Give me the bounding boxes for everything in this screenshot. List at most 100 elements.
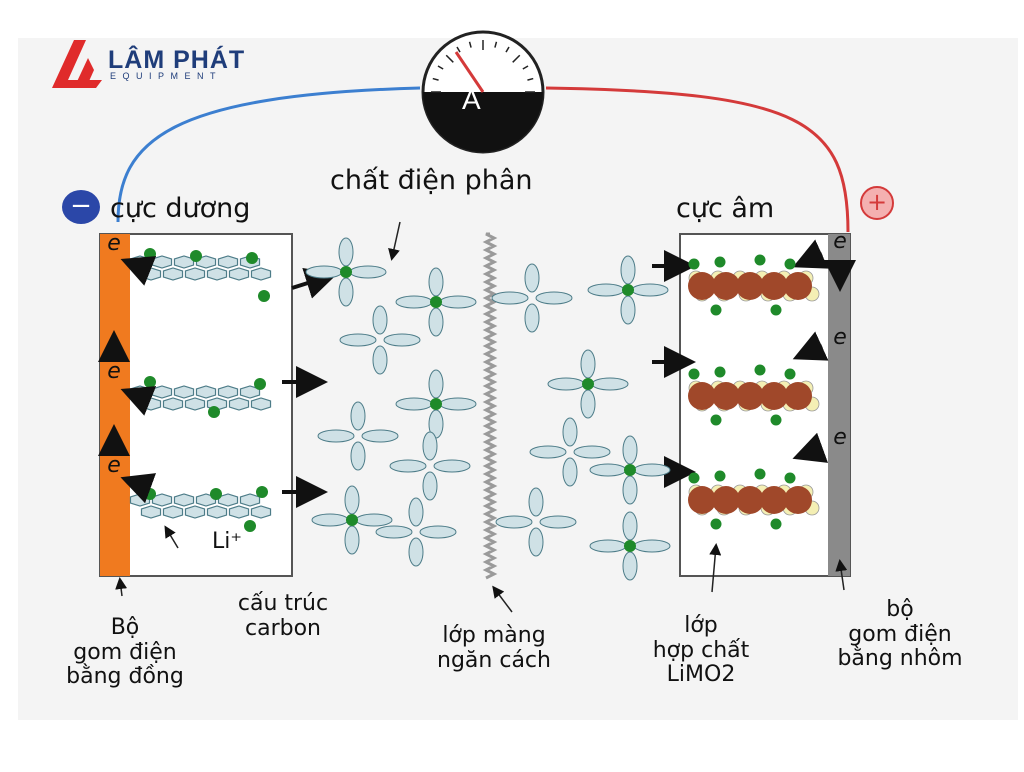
limo2-layer	[688, 468, 820, 530]
ammeter	[421, 30, 545, 154]
carbon-hexagon	[250, 397, 272, 411]
solvent-lobe	[383, 333, 421, 347]
electrolyte-molecule	[589, 435, 671, 505]
meter-tick	[527, 77, 534, 81]
electrolyte-molecule	[395, 267, 477, 337]
solvent-lobe	[573, 445, 611, 459]
lithium-atom	[688, 258, 700, 270]
metal-atom	[784, 272, 812, 300]
solvent-lobe	[620, 295, 636, 325]
solvent-lobe	[317, 429, 355, 443]
carbon-hexagon	[206, 267, 228, 281]
lithium-ion-label: Li⁺	[212, 529, 242, 554]
solvent-lobe	[587, 283, 625, 297]
negative-wire	[116, 86, 421, 223]
cathode-label: cực âm	[676, 193, 775, 224]
lithium-atom	[258, 290, 270, 302]
negative-terminal: −	[62, 190, 100, 224]
solvent-lobe	[539, 515, 577, 529]
solvent-lobe	[620, 255, 636, 285]
metal-atom	[712, 382, 740, 410]
solvent-lobe	[395, 295, 433, 309]
solvent-lobe	[419, 525, 457, 539]
lithium-atom	[710, 304, 722, 316]
carbon-hexagon	[228, 397, 250, 411]
meter-tick	[522, 65, 529, 70]
solvent-lobe	[524, 263, 540, 293]
solvent-lobe	[622, 511, 638, 541]
solvent-lobe	[344, 525, 360, 555]
solvent-lobe	[428, 267, 444, 297]
solvent-lobe	[580, 389, 596, 419]
carbon-hexagon	[184, 505, 206, 519]
metal-atom	[712, 272, 740, 300]
solvent-lobe	[350, 401, 366, 431]
carbon-hexagon	[228, 267, 250, 281]
electron-label: e	[107, 231, 121, 256]
solvent-lobe	[562, 417, 578, 447]
metal-atom	[760, 486, 788, 514]
aluminum-collector-bar	[828, 234, 850, 576]
lithium-atom	[770, 414, 782, 426]
solvent-lobe	[361, 429, 399, 443]
electrolyte-molecule	[375, 497, 457, 567]
separator-label: lớp màng ngăn cách	[437, 623, 551, 673]
lithium-ion	[624, 464, 636, 476]
lithium-ion	[430, 296, 442, 308]
lithium-ion	[430, 398, 442, 410]
metal-atom	[784, 486, 812, 514]
positive-wire	[545, 86, 850, 233]
solvent-lobe	[591, 377, 629, 391]
solvent-lobe	[395, 397, 433, 411]
solvent-lobe	[372, 345, 388, 375]
solvent-lobe	[338, 237, 354, 267]
electrolyte-molecule	[587, 255, 669, 325]
electrolyte-molecule	[305, 237, 387, 307]
separator-membrane	[482, 232, 498, 580]
limo2-layer	[688, 254, 820, 316]
electron-label: e	[107, 359, 121, 384]
solvent-lobe	[491, 291, 529, 305]
solvent-lobe	[524, 303, 540, 333]
solvent-lobe	[622, 551, 638, 581]
solvent-lobe	[311, 513, 349, 527]
ammeter-symbol: A	[462, 84, 481, 115]
lithium-atom	[784, 472, 796, 484]
carbon-hexagon	[217, 255, 239, 269]
lithium-atom	[714, 470, 726, 482]
lithium-atom	[754, 468, 766, 480]
electrolyte-label: chất điện phân	[330, 165, 533, 196]
electrolyte-molecule	[395, 369, 477, 439]
meter-tick	[437, 65, 444, 70]
lithium-atom	[256, 486, 268, 498]
lithium-atom	[710, 414, 722, 426]
solvent-lobe	[389, 459, 427, 473]
solvent-lobe	[589, 539, 627, 553]
solvent-lobe	[408, 537, 424, 567]
electrolyte-molecule	[317, 401, 399, 471]
electron-label: e	[833, 425, 847, 450]
solvent-lobe	[622, 475, 638, 505]
carbon-hexagon	[217, 385, 239, 399]
solvent-lobe	[305, 265, 343, 279]
electrolyte-molecule	[339, 305, 421, 375]
metal-atom	[760, 272, 788, 300]
carbon-hexagon	[250, 267, 272, 281]
lithium-atom	[784, 368, 796, 380]
metal-atom	[688, 382, 716, 410]
lithium-atom	[770, 518, 782, 530]
logo-name: LÂM PHÁT	[108, 46, 246, 74]
solvent-lobe	[422, 471, 438, 501]
solvent-lobe	[562, 457, 578, 487]
solvent-lobe	[631, 283, 669, 297]
electrolyte-molecule	[547, 349, 629, 419]
lithium-atom	[754, 254, 766, 266]
carbon-hexagon	[173, 385, 195, 399]
carbon-hexagon	[151, 385, 173, 399]
meter-tick	[432, 77, 439, 81]
solvent-lobe	[408, 497, 424, 527]
lithium-ion	[622, 284, 634, 296]
solvent-lobe	[495, 515, 533, 529]
